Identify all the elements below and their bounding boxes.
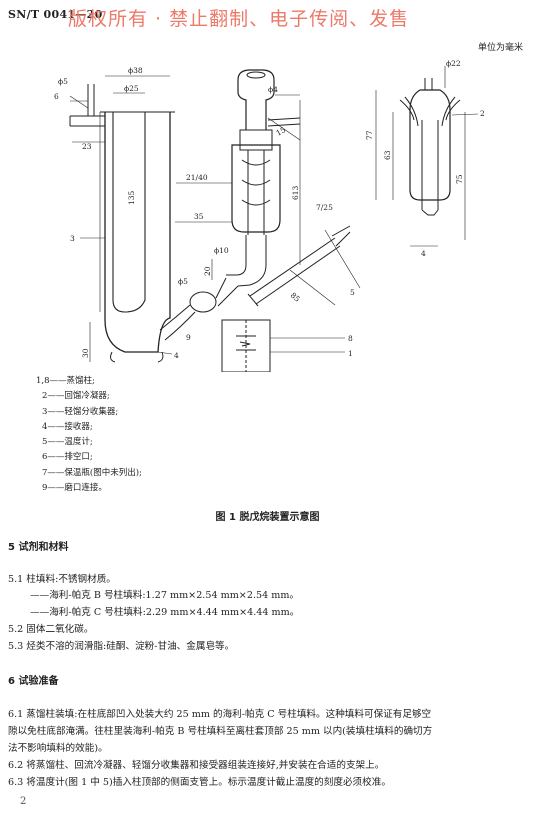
legend-item: 3——轻馏分收集器; (42, 406, 119, 417)
dim-label: 35 (194, 212, 204, 221)
page-number: 2 (20, 796, 27, 807)
dim-label: 7/25 (316, 203, 333, 212)
dim-label: 15 (275, 125, 288, 138)
dim-label: 1 (348, 349, 353, 358)
legend-item: 9——磨口连接。 (42, 483, 107, 494)
dim-label: ϕ5 (178, 277, 188, 286)
reflux-condenser (399, 78, 461, 216)
clause-6-1-line-3: 法不影响填料的效能)。 (8, 743, 108, 754)
dim-label: ϕ25 (124, 84, 139, 93)
section-6-title: 6 试验准备 (8, 676, 59, 687)
dim-label: 4 (174, 351, 179, 360)
section-5-title: 5 试剂和材料 (8, 542, 69, 553)
legend-item: 7——保温瓶(图中未列出); (42, 467, 142, 478)
dim-label: ϕ22 (446, 59, 461, 68)
dim-label: 75 (455, 174, 464, 184)
clause-6-2: 6.2 将蒸馏柱、回流冷凝器、轻馏分收集器和接受器组装连接好,并安装在合适的支架… (8, 760, 385, 771)
figure-legend: 1,8——蒸馏柱; 2——回馏冷凝器; 3——轻馏分收集器; 4——接收器; 5… (36, 374, 142, 496)
distillation-column (189, 69, 301, 372)
dim-label: 135 (127, 190, 136, 205)
dim-label: 77 (365, 130, 374, 140)
thermometer (247, 225, 351, 307)
dim-label: 613 (291, 185, 300, 200)
legend-item: 1,8——蒸馏柱; (36, 376, 95, 386)
legend-item: 5——温度计; (42, 437, 93, 448)
dim-label: 30 (81, 348, 90, 358)
dim-label: 20 (203, 266, 212, 276)
clause-6-3: 6.3 将温度计(图 1 中 5)插入柱顶部的侧面支管上。标示温度计截止温度的刻… (8, 777, 391, 788)
dim-label: 5 (350, 288, 355, 297)
copyright-watermark: 版权所有 · 禁止翻制、电子传阅、发售 (68, 8, 410, 30)
dim-label: 85 (289, 291, 302, 304)
dim-label: 63 (383, 150, 392, 160)
dim-label: 6 (54, 92, 59, 101)
clause-5-3: 5.3 烃类不溶的润滑脂:硅酮、淀粉-甘油、金属皂等。 (8, 641, 235, 652)
dim-label: 4 (421, 249, 426, 258)
dim-label: 8 (348, 334, 353, 343)
dim-label: 3 (70, 234, 75, 243)
legend-item: 6——排空口; (42, 452, 93, 463)
apparatus-diagram: ϕ38 ϕ25 ϕ5 6 23 135 3 ϕ4 15 21/40 613 7/… (54, 59, 485, 372)
dim-label: 2 (480, 109, 485, 118)
dim-label: ϕ38 (128, 66, 143, 75)
legend-item: 4——接收器; (42, 421, 93, 432)
clause-5-1: 5.1 柱填料:不锈钢材质。 (8, 574, 116, 585)
dim-label: 9 (186, 333, 191, 342)
dim-label: 23 (82, 142, 92, 151)
dim-label: ϕ5 (58, 77, 68, 86)
clause-5-2: 5.2 固体二氧化碳。 (8, 624, 94, 635)
dimension-labels: ϕ38 ϕ25 ϕ5 6 23 135 3 ϕ4 15 21/40 613 7/… (54, 59, 485, 360)
dim-label: 21/40 (186, 173, 208, 182)
clause-5-1-item-c: ——海利-帕克 C 号柱填料:2.29 mm×4.44 mm×4.44 mm。 (30, 607, 300, 618)
dimension-lines (69, 66, 479, 362)
clause-6-1-line-2: 隙以免柱底部淹满。往柱里装海利-帕克 B 号柱填料至离柱套顶部 25 mm 以内… (8, 726, 433, 737)
figure-caption: 图 1 脱戊烷装置示意图 (215, 512, 320, 523)
clause-6-1-line-1: 6.1 蒸馏柱装填:在柱底部凹入处装大约 25 mm 的海利-帕克 C 号柱填料… (8, 709, 432, 720)
standard-code: SN/T 0041—20 (8, 8, 103, 21)
clause-5-1-item-b: ——海利-帕克 B 号柱填料:1.27 mm×2.54 mm×2.54 mm。 (30, 590, 300, 601)
legend-item: 2——回馏冷凝器; (42, 391, 110, 402)
light-fraction-receiver (69, 84, 196, 363)
unit-note: 单位为毫米 (477, 43, 523, 53)
dim-label: ϕ4 (268, 85, 278, 94)
dim-label: ϕ10 (214, 246, 229, 255)
